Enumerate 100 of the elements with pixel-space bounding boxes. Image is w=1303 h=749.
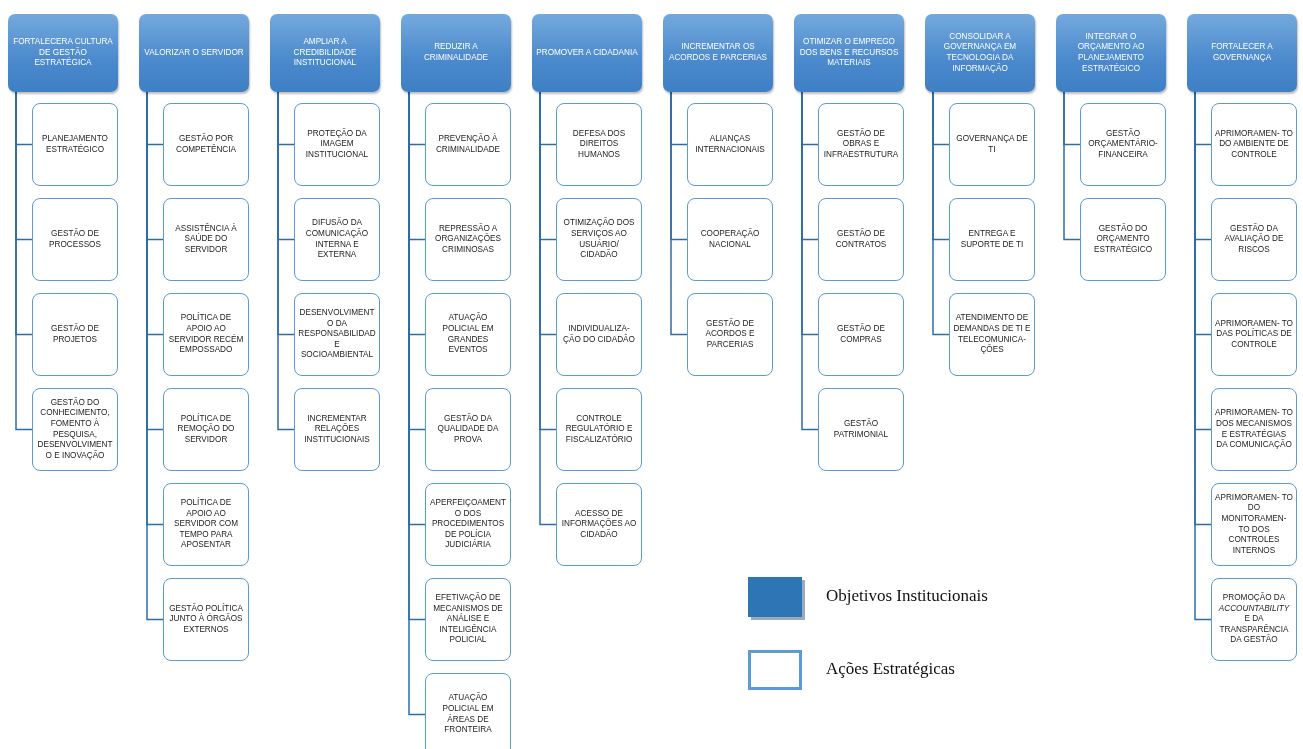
action-label: INCREMENTAR RELAÇÕES INSTITUCIONAIS bbox=[303, 413, 371, 446]
action-label: GESTÃO DO CONHECIMENTO, FOMENTO À PESQUISA, DESENVOLVIMENTO E INOVAÇÃO bbox=[36, 397, 114, 462]
action-label: PREVENÇÃO À CRIMINALIDADE bbox=[434, 133, 502, 156]
action-label: PROTEÇÃO DA IMAGEM INSTITUCIONAL bbox=[304, 128, 370, 161]
action-box bbox=[32, 103, 118, 186]
objective-label: FORTALECER A GOVERNANÇA bbox=[1210, 42, 1274, 64]
objective-label: INCREMENTAR OS ACORDOS E PARCERIAS bbox=[667, 42, 769, 64]
action-box bbox=[556, 103, 642, 186]
connector-line bbox=[15, 91, 33, 431]
action-label: APERFEIÇOAMENTO DOS PROCEDIMENTOS DE POLÍCIA JUDICIÁRIA bbox=[429, 497, 507, 552]
action-box bbox=[163, 483, 249, 566]
action-box bbox=[163, 578, 249, 661]
action-label: DEFESA DOS DIREITOS HUMANOS bbox=[571, 128, 627, 161]
action-box bbox=[425, 293, 511, 376]
action-label: GOVERNANÇA DE TI bbox=[955, 133, 1029, 156]
action-box bbox=[556, 483, 642, 566]
objective-box bbox=[270, 14, 380, 92]
action-box bbox=[1211, 578, 1297, 661]
action-label: PLANEJAMENTO ESTRATÉGICO bbox=[41, 133, 109, 156]
action-box bbox=[949, 198, 1035, 281]
action-label: OTIMIZAÇÃO DOS SERVIÇOS AO USUÁRIO/ CIDADÃO bbox=[562, 218, 636, 261]
action-label: EFETIVAÇÃO DE MECANISMOS DE ANÁLISE E INTELIGÊNCIA POLICIAL bbox=[432, 592, 504, 647]
action-box bbox=[294, 388, 380, 471]
action-label: GESTÃO DA AVALIAÇÃO DE RISCOS bbox=[1223, 223, 1285, 256]
objective-box bbox=[663, 14, 773, 92]
action-box bbox=[818, 388, 904, 471]
action-label: APRIMORAMEN- TO DO MONITORAMEN- TO DOS CONTROLES INTERNOS bbox=[1215, 492, 1293, 557]
action-label: PROMOÇÃO DA ACCOUNTABILITY E DA TRANSPARÊNCIA DA GESTÃO bbox=[1217, 592, 1291, 647]
objective-label: FORTALECERA CULTURA DE GESTÃO ESTRATÉGICA bbox=[12, 37, 114, 69]
action-box bbox=[687, 293, 773, 376]
action-label: GESTÃO DE COMPRAS bbox=[836, 323, 886, 346]
objective-label: INTEGRAR O ORÇAMENTO AO PLANEJAMENTO ESTRATÉGICO bbox=[1076, 31, 1146, 75]
action-label: APRIMORAMEN- TO DO AMBIENTE DE CONTROLE bbox=[1215, 128, 1293, 161]
action-box bbox=[32, 388, 118, 471]
action-box bbox=[1080, 198, 1166, 281]
action-box bbox=[818, 103, 904, 186]
action-box bbox=[32, 198, 118, 281]
objective-box bbox=[925, 14, 1035, 92]
action-box bbox=[687, 103, 773, 186]
action-label: GESTÃO DE CONTRATOS bbox=[834, 228, 888, 251]
action-label: DIFUSÃO DA COMUNICAÇÃO INTERNA E EXTERNA bbox=[304, 218, 370, 261]
objective-label: PROMOVER A CIDADANIA bbox=[536, 47, 638, 59]
objective-box bbox=[794, 14, 904, 92]
objective-label: CONSOLIDAR A GOVERNANÇA EM TECNOLOGIA DA INFORMAÇÃO bbox=[942, 31, 1018, 75]
action-box bbox=[425, 483, 511, 566]
action-box bbox=[425, 388, 511, 471]
objective-box bbox=[1056, 14, 1166, 92]
action-box bbox=[294, 198, 380, 281]
connector-line bbox=[670, 91, 688, 336]
objective-box bbox=[139, 14, 249, 92]
action-label: ACESSO DE INFORMAÇÕES AO CIDADÃO bbox=[560, 508, 638, 541]
action-label: POLÍTICA DE APOIO AO SERVIDOR COM TEMPO PARA APOSENTAR bbox=[173, 497, 239, 552]
objective-label: AMPLIAR A CREDIBILIDADE INSTITUCIONAL bbox=[292, 37, 358, 69]
connector-line bbox=[932, 91, 950, 336]
connector-line bbox=[277, 91, 295, 431]
legend-label: Ações Estratégicas bbox=[826, 659, 955, 679]
action-label: ALIANÇAS INTERNACIONAIS bbox=[694, 133, 766, 156]
action-label: GESTÃO PATRIMONIAL bbox=[832, 418, 890, 441]
action-box bbox=[1211, 388, 1297, 471]
action-box bbox=[425, 673, 511, 749]
action-label: DESENVOLVIMENTO DA RESPONSABILIDADE SOCIOAMBIENTAL bbox=[298, 307, 376, 362]
action-box bbox=[949, 293, 1035, 376]
action-label: POLÍTICA DE APOIO AO SERVIDOR RECÉM EMPOSSADO bbox=[167, 313, 245, 356]
objective-box bbox=[8, 14, 118, 92]
objective-label: VALORIZAR O SERVIDOR bbox=[144, 47, 244, 59]
action-box bbox=[818, 198, 904, 281]
objective-label: REDUZIR A CRIMINALIDADE bbox=[422, 42, 490, 64]
action-label: POLÍTICA DE REMOÇÃO DO SERVIDOR bbox=[176, 413, 236, 446]
action-label: GESTÃO DE OBRAS E INFRAESTRUTURA bbox=[822, 128, 900, 161]
action-box bbox=[556, 293, 642, 376]
action-box bbox=[1080, 103, 1166, 186]
action-label: ENTREGA E SUPORTE DE TI bbox=[959, 228, 1025, 251]
action-label: GESTÃO DE PROCESSOS bbox=[48, 228, 102, 251]
action-label: REPRESSÃO A ORGANIZAÇÕES CRIMINOSAS bbox=[434, 223, 502, 256]
action-box bbox=[425, 578, 511, 661]
action-label: GESTÃO DE ACORDOS E PARCERIAS bbox=[704, 318, 756, 351]
action-label: GESTÃO POLÍTICA JUNTO À ÓRGÃOS EXTERNOS bbox=[168, 603, 244, 636]
action-label: GESTÃO POR COMPETÊNCIA bbox=[174, 133, 238, 156]
action-box bbox=[1211, 293, 1297, 376]
action-label: CONTROLE REGULATÓRIO E FISCALIZATÓRIO bbox=[564, 413, 634, 446]
action-label: GESTÃO ORÇAMENTÁRIO-FINANCEIRA bbox=[1087, 128, 1159, 161]
action-box bbox=[818, 293, 904, 376]
objective-box bbox=[1187, 14, 1297, 92]
action-box bbox=[425, 198, 511, 281]
action-box bbox=[556, 388, 642, 471]
action-box bbox=[687, 198, 773, 281]
action-box bbox=[163, 388, 249, 471]
action-label: INDIVIDUALIZA- ÇÃO DO CIDADÃO bbox=[562, 323, 636, 346]
action-label: GESTÃO DE PROJETOS bbox=[50, 323, 100, 346]
action-box bbox=[294, 293, 380, 376]
action-box bbox=[425, 103, 511, 186]
connector-line bbox=[1063, 91, 1081, 241]
action-box bbox=[1211, 103, 1297, 186]
action-box bbox=[949, 103, 1035, 186]
action-label: COOPERAÇÃO NACIONAL bbox=[699, 228, 761, 251]
objective-box bbox=[401, 14, 511, 92]
legend-label: Objetivos Institucionais bbox=[826, 586, 988, 606]
action-label: GESTÃO DA QUALIDADE DA PROVA bbox=[436, 413, 500, 446]
action-label: ATENDIMENTO DE DEMANDAS DE TI E TELECOMUNICA- ÇÕES bbox=[953, 313, 1031, 356]
objective-label: OTIMIZAR O EMPREGO DOS BENS E RECURSOS MATERIAIS bbox=[798, 37, 900, 69]
